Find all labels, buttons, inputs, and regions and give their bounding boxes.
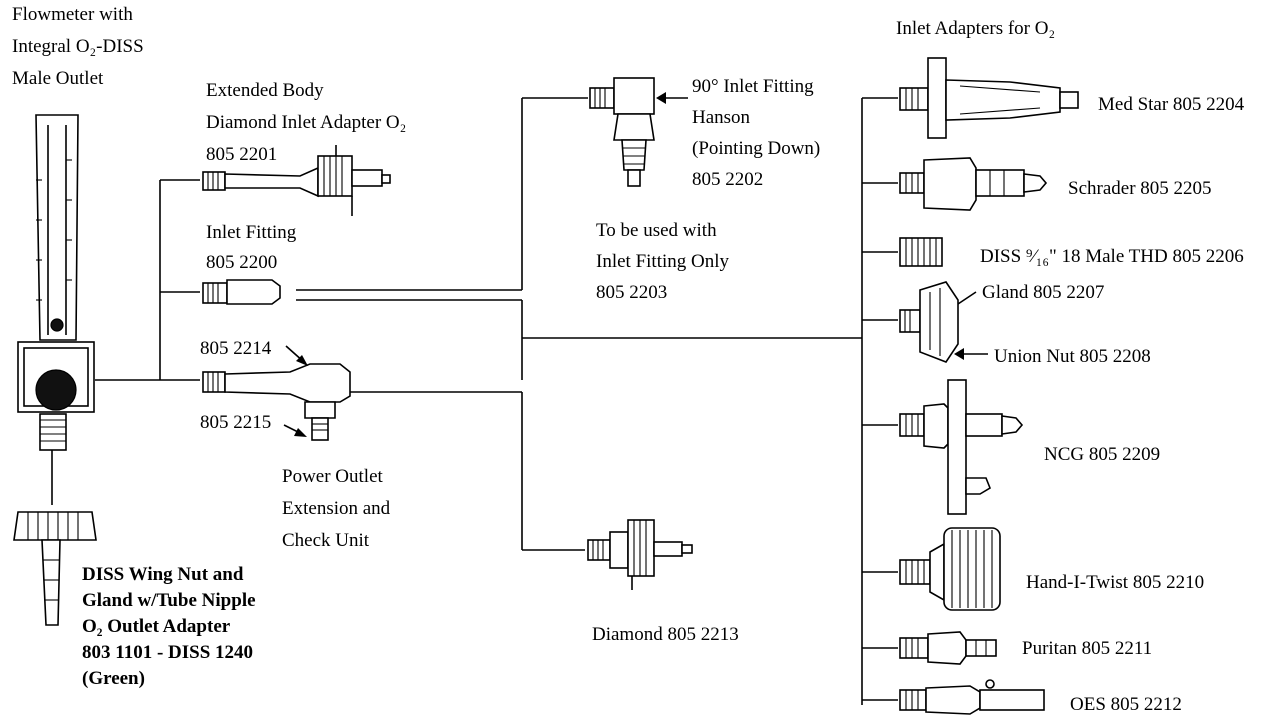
hand-i-twist-label: Hand-I-Twist 805 2210: [1026, 572, 1204, 593]
diss-male-illustration: [899, 237, 943, 267]
to-be-used-label: To be used with Inlet Fitting Only 805 2…: [596, 220, 734, 303]
ninety-fitting-label: 90° Inlet Fitting Hanson (Pointing Down)…: [692, 76, 825, 190]
gland-label: Gland 805 2207: [982, 282, 1104, 303]
flowmeter-illustration: [17, 114, 95, 451]
inlet-fitting-label: Inlet Fitting 805 2200: [206, 222, 301, 273]
hand-i-twist-illustration: [899, 527, 1001, 611]
wing-nut-illustration: [13, 511, 97, 626]
inlet-adapters-title: Inlet Adapters for O₂: [896, 18, 1055, 39]
gland-union-nut-illustration: [899, 281, 959, 363]
part-2215-label: 805 2215: [200, 412, 271, 433]
med-star-illustration: [899, 57, 1079, 139]
diamond-adapter-illustration: [587, 519, 693, 590]
union-nut-label: Union Nut 805 2208: [994, 346, 1151, 367]
connector-lines: [51, 97, 898, 705]
ninety-degree-fitting-illustration: [589, 77, 655, 187]
ncg-illustration: [899, 379, 1024, 515]
schrader-label: Schrader 805 2205: [1068, 178, 1212, 199]
diss-male-label: DISS ⁹⁄₁₆" 18 Male THD 805 2206: [980, 246, 1244, 267]
wing-nut-label: DISS Wing Nut and Gland w/Tube Nipple O₂…: [82, 564, 260, 689]
inlet-fitting-illustration: [202, 279, 281, 305]
extended-body-label: Extended Body Diamond Inlet Adapter O₂ 8…: [206, 80, 411, 165]
diamond-label: Diamond 805 2213: [592, 624, 739, 645]
puritan-illustration: [899, 631, 997, 665]
ncg-label: NCG 805 2209: [1044, 444, 1160, 465]
oes-illustration: [899, 679, 1045, 715]
extended-body-adapter-illustration: [202, 145, 391, 216]
flowmeter-label: Flowmeter with Integral O₂-DISS Male Out…: [12, 4, 148, 89]
oes-label: OES 805 2212: [1070, 694, 1182, 715]
schrader-illustration: [899, 157, 1048, 211]
med-star-label: Med Star 805 2204: [1098, 94, 1245, 115]
power-outlet-illustration: [202, 363, 351, 441]
puritan-label: Puritan 805 2211: [1022, 638, 1152, 659]
labels: Flowmeter with Integral O₂-DISS Male Out…: [12, 4, 1245, 715]
power-outlet-label: Power Outlet Extension and Check Unit: [282, 466, 395, 551]
part-2214-label: 805 2214: [200, 338, 272, 359]
